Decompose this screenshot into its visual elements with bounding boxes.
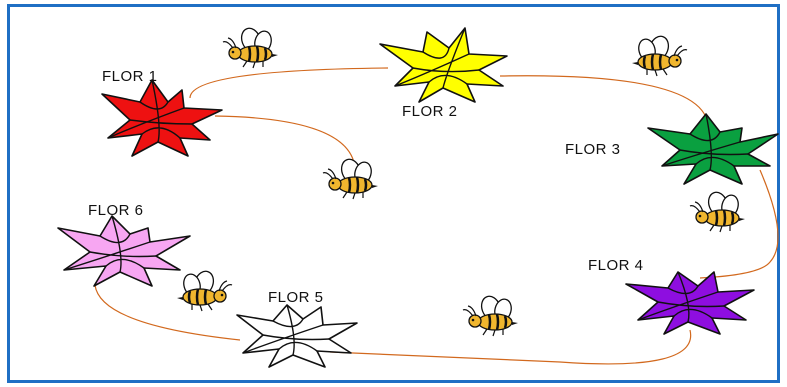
- flower-3: [647, 113, 779, 185]
- flower-6-label: FLOR 6: [88, 202, 144, 219]
- flower-2-label: FLOR 2: [402, 103, 458, 120]
- flower-2: [379, 27, 508, 103]
- bee-icon: [321, 155, 380, 201]
- flower-6: [57, 215, 191, 287]
- flower-5-label: FLOR 5: [268, 289, 324, 306]
- bee-icon: [688, 188, 747, 234]
- bee-icon: [630, 32, 689, 78]
- flower-1-label: FLOR 1: [102, 68, 158, 85]
- flight-path: [94, 67, 779, 365]
- flower-5: [236, 304, 358, 368]
- flower-3-label: FLOR 3: [565, 141, 621, 158]
- flower-4-label: FLOR 4: [588, 257, 644, 274]
- bee-icon: [221, 24, 280, 70]
- bee-icon: [461, 292, 520, 338]
- flower-4: [625, 271, 755, 335]
- flower-1: [101, 79, 223, 157]
- bee-icon: [175, 267, 234, 313]
